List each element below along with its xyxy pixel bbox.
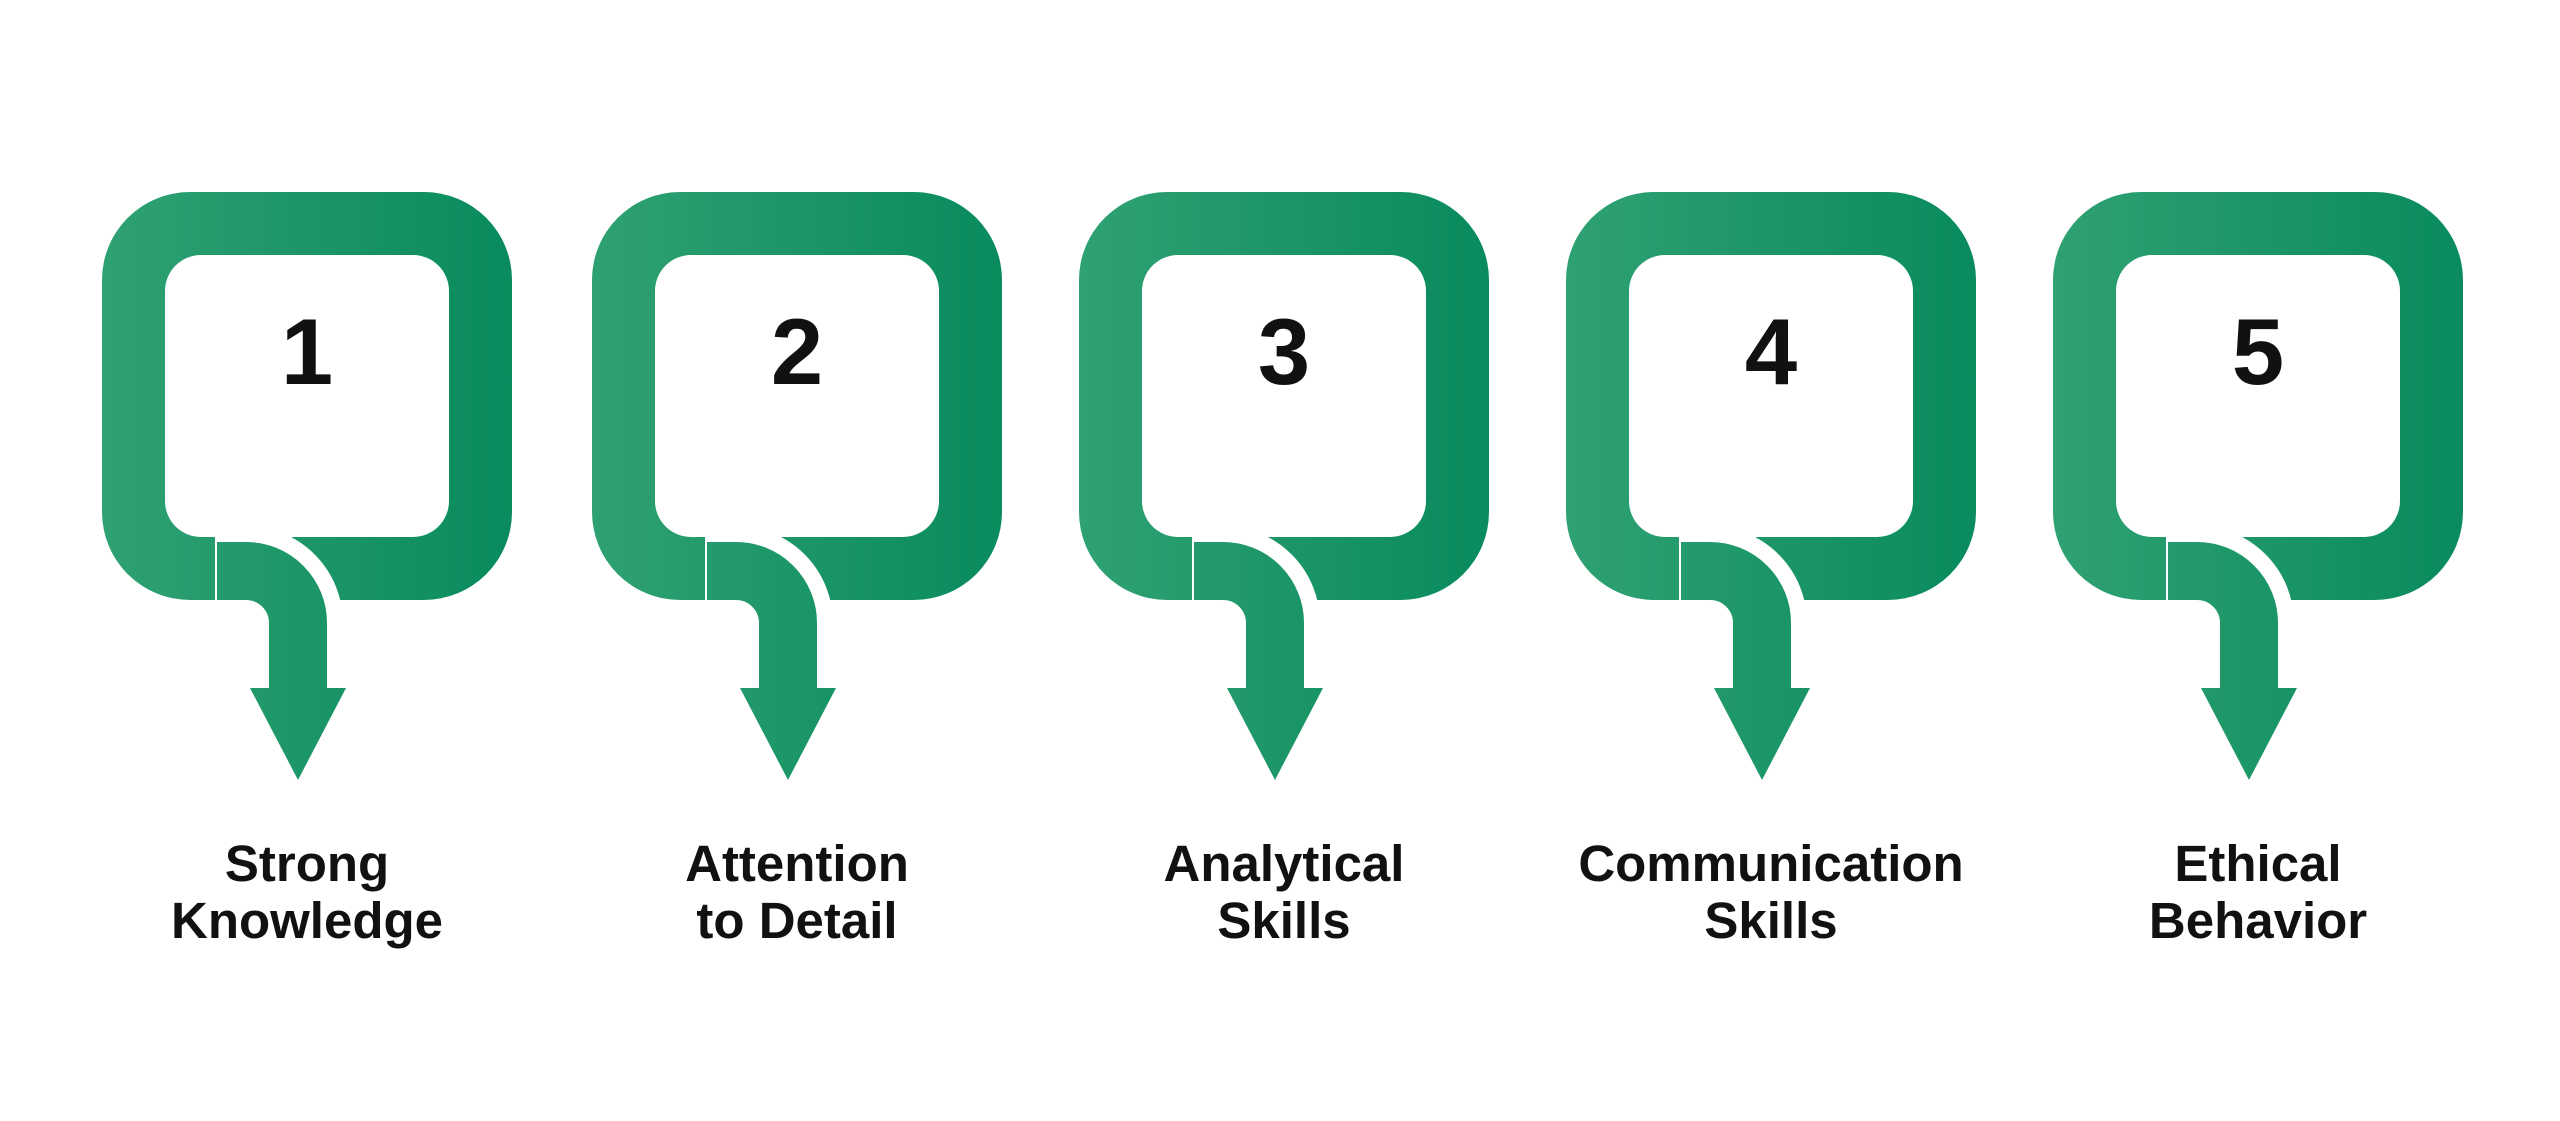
step-label: Attention to Detail bbox=[685, 835, 909, 950]
rounded-square-arrow-icon bbox=[1079, 192, 1489, 780]
arrow-stem bbox=[217, 542, 327, 694]
step-4: 4 Communication Skills bbox=[1566, 0, 1976, 1121]
rounded-square-arrow-icon bbox=[1566, 192, 1976, 780]
step-1: 1 Strong Knowledge bbox=[102, 0, 512, 1121]
square-ring bbox=[1079, 192, 1489, 600]
step-5: 5 Ethical Behavior bbox=[2053, 0, 2463, 1121]
arrow-head bbox=[2201, 688, 2297, 780]
step-number: 2 bbox=[770, 299, 824, 404]
rounded-square-arrow-icon bbox=[102, 192, 512, 780]
arrow-stem bbox=[1681, 542, 1791, 694]
square-ring bbox=[1566, 192, 1976, 600]
step-label: Communication Skills bbox=[1578, 835, 1964, 950]
square-ring bbox=[102, 192, 512, 600]
square-ring bbox=[2053, 192, 2463, 600]
step-label: Strong Knowledge bbox=[170, 835, 443, 950]
arrow-stem bbox=[1194, 542, 1304, 694]
square-ring bbox=[592, 192, 1002, 600]
step-label: Ethical Behavior bbox=[2148, 835, 2368, 950]
step-label: Analytical Skills bbox=[1163, 835, 1405, 950]
rounded-square-arrow-icon bbox=[592, 192, 1002, 780]
step-number: 4 bbox=[1744, 299, 1798, 404]
arrow-stem bbox=[707, 542, 817, 694]
arrow-head bbox=[1227, 688, 1323, 780]
arrow-stem bbox=[2168, 542, 2278, 694]
rounded-square-arrow-icon bbox=[2053, 192, 2463, 780]
step-3: 3 Analytical Skills bbox=[1079, 0, 1489, 1121]
step-2: 2 Attention to Detail bbox=[592, 0, 1002, 1121]
arrow-head bbox=[250, 688, 346, 780]
step-number: 1 bbox=[280, 299, 334, 404]
step-number: 5 bbox=[2231, 299, 2285, 404]
arrow-head bbox=[1714, 688, 1810, 780]
arrow-head bbox=[740, 688, 836, 780]
step-number: 3 bbox=[1257, 299, 1311, 404]
